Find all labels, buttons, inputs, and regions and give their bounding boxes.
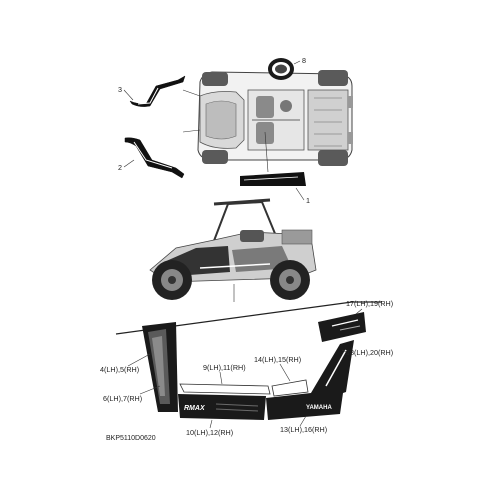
decal-2-hood-stripe — [124, 137, 185, 179]
decal-18-20-panel — [308, 340, 354, 400]
vehicle-top-view — [197, 70, 353, 166]
callout-6-7: 6(LH),7(RH) — [103, 394, 142, 403]
callout-18-20: 18(LH),20(RH) — [346, 348, 393, 357]
decal-4-5-6-7-fender — [142, 322, 178, 412]
decal-10-12-panel: RMAX — [178, 394, 266, 420]
decal-14-15-panel — [271, 379, 309, 397]
yamaha-logo-text: YAMAHA — [306, 405, 332, 411]
decal-8-emblem — [268, 58, 294, 80]
decal-9-11-panel — [179, 383, 271, 395]
diagram-code: BKP5110D0620 — [106, 435, 156, 442]
callout-3: 3 — [118, 85, 122, 94]
callout-4-5: 4(LH),5(RH) — [100, 365, 139, 374]
callout-9-11: 9(LH),11(RH) — [203, 363, 246, 372]
detail-section-outline — [115, 301, 382, 335]
callout-2: 2 — [118, 163, 122, 172]
callout-10-12: 10(LH),12(RH) — [186, 428, 233, 437]
callout-13-16: 13(LH),16(RH) — [280, 425, 327, 434]
vehicle-side-view — [149, 198, 317, 300]
decal-1-stripe — [240, 172, 306, 186]
rmax-logo-text: RMAX — [184, 405, 206, 412]
decal-17-19-panel — [318, 312, 366, 342]
callout-17-19: 17(LH),19(RH) — [346, 299, 393, 308]
callout-14-15: 14(LH),15(RH) — [254, 355, 301, 364]
callout-8: 8 — [302, 56, 306, 65]
decal-3-hood-stripe — [129, 75, 186, 107]
callout-1: 1 — [306, 196, 310, 205]
